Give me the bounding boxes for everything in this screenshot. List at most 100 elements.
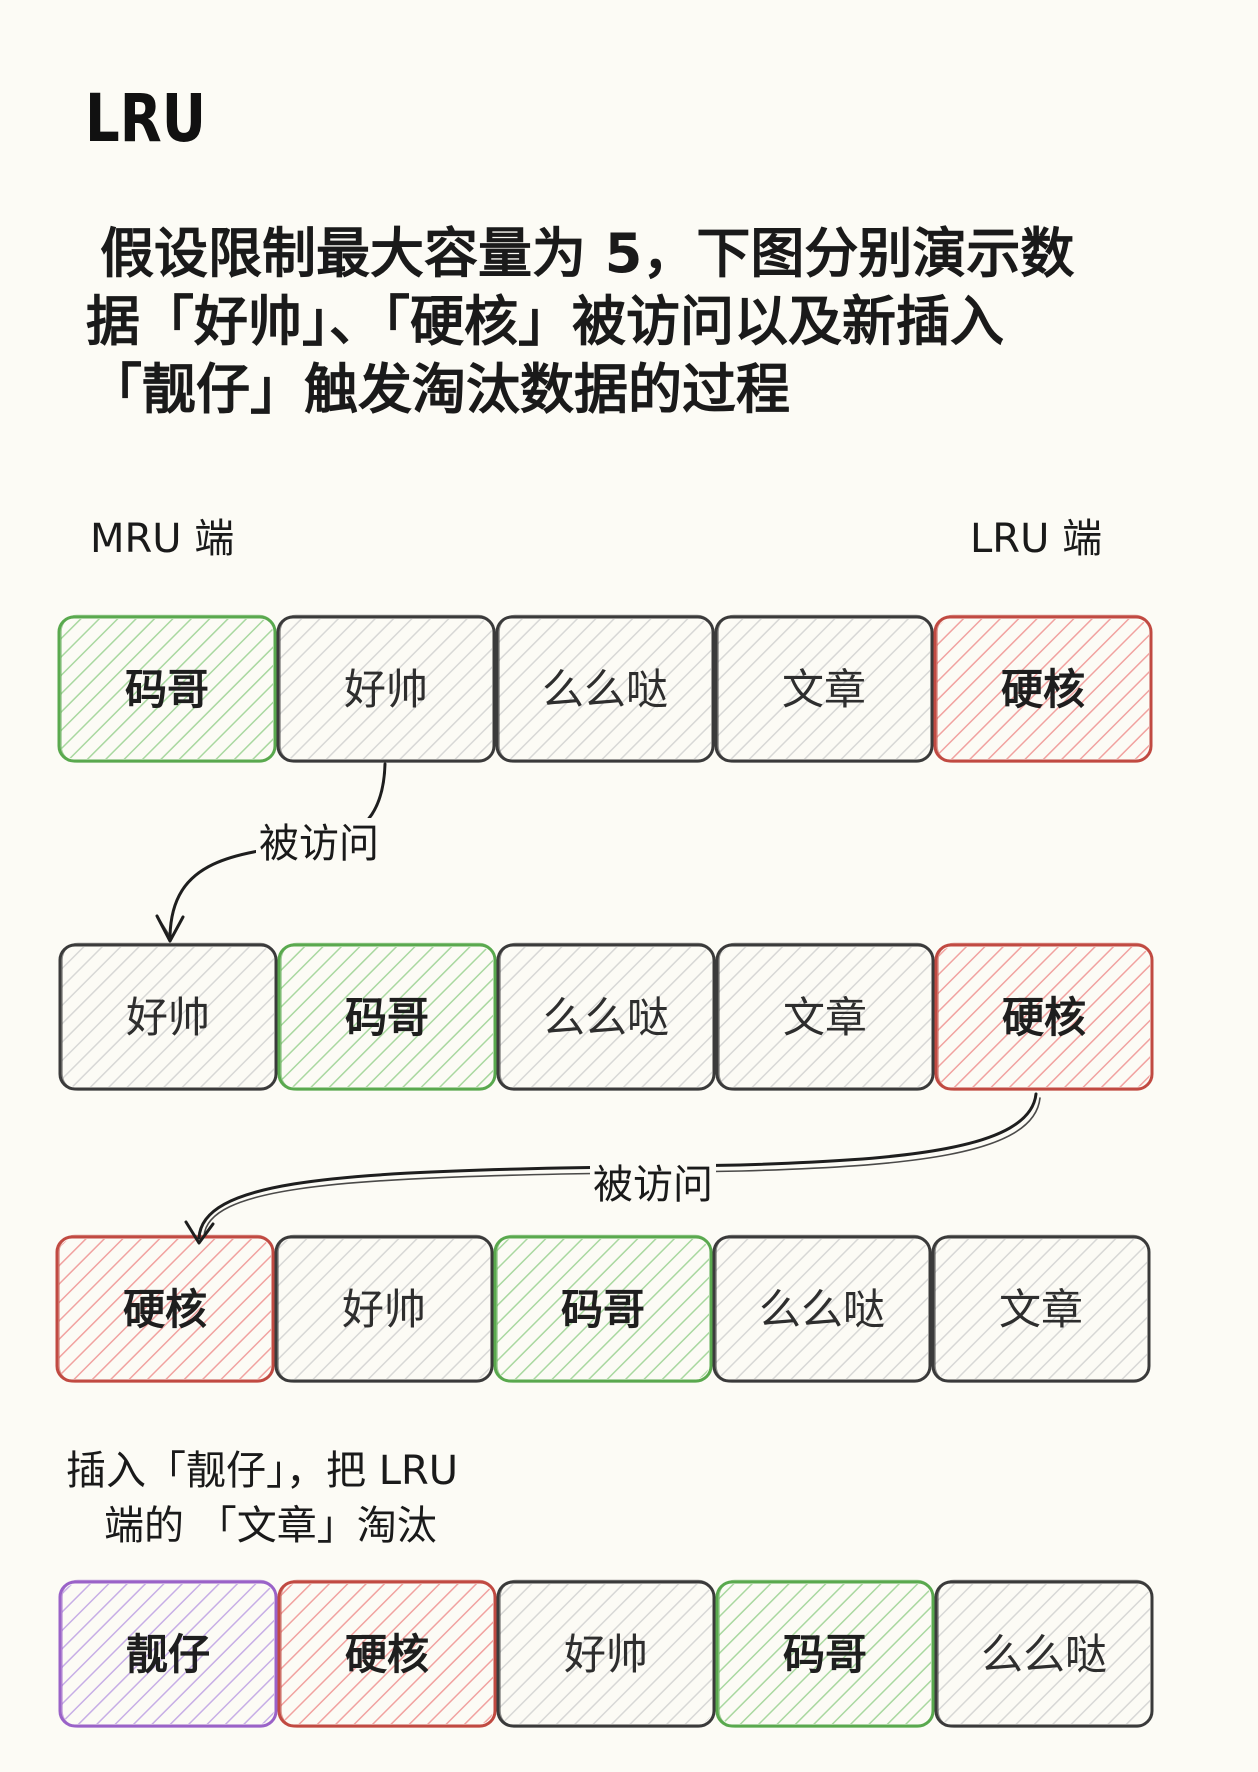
cache-item-gray: 好帅: [496, 1579, 716, 1728]
hatch-fill: [500, 947, 712, 1087]
box-label: 好帅: [342, 1285, 426, 1334]
box-label: 文章: [783, 993, 867, 1042]
insert-note: 插入「靓仔」，把 LRU 端的 「文章」淘汰: [66, 1448, 458, 1549]
hatch-fill: [499, 619, 711, 759]
box-border-sketch: [279, 614, 495, 763]
box-label: 码哥: [125, 665, 209, 714]
cache-item-purple: 靓仔: [58, 1579, 278, 1728]
cache-item-gray: 文章: [714, 614, 934, 763]
hatch-fill: [716, 1239, 928, 1379]
arrow-label-background: [590, 1160, 716, 1208]
hatch-fill: [938, 947, 1150, 1087]
page-title: LRU: [85, 80, 206, 157]
hatch-fill: [62, 1584, 274, 1724]
box-border-sketch: [61, 1579, 277, 1728]
insert-note-line: 端的 「文章」淘汰: [104, 1503, 437, 1549]
hatch-fill: [719, 947, 931, 1087]
box-label: 硬核: [1001, 665, 1085, 714]
cache-item-green: 码哥: [493, 1234, 713, 1383]
box-label: 码哥: [345, 993, 429, 1042]
access-arrow-2: 被访问: [184, 1092, 1041, 1245]
arrow-label: 被访问: [259, 821, 379, 867]
cache-row: 硬核 好帅 码哥 么么哒 文章: [55, 1234, 1151, 1383]
arrowhead-sketch: [158, 918, 172, 939]
hatch-fill: [938, 1584, 1150, 1724]
box-border-sketch: [496, 1234, 712, 1383]
hatch-fill: [719, 1584, 931, 1724]
box-border-sketch: [936, 614, 1152, 763]
arrow-curve: [197, 1092, 1038, 1240]
box-label: 好帅: [564, 1630, 648, 1679]
hatch-fill: [937, 619, 1149, 759]
cache-item-gray: 好帅: [274, 1234, 494, 1383]
arrowhead: [184, 1220, 215, 1245]
cache-row: 码哥 好帅 么么哒 文章 硬核: [57, 614, 1153, 763]
cache-item-red: 硬核: [277, 1579, 497, 1728]
cache-rows: 码哥好帅么么哒文章硬核好帅码哥么么哒文章硬核硬核好帅码哥么么哒文章靓仔硬核好帅码…: [55, 614, 1154, 1728]
box-border-sketch: [715, 1234, 931, 1383]
hatch-fill: [62, 947, 274, 1087]
cache-item-gray: 好帅: [58, 942, 278, 1091]
box-label: 码哥: [561, 1285, 645, 1334]
hatch-fill: [718, 619, 930, 759]
box-label: 么么哒: [759, 1285, 885, 1334]
cache-row: 靓仔 硬核 好帅 码哥 么么哒: [58, 1579, 1154, 1728]
mru-end-label: MRU 端: [90, 516, 234, 562]
box-label: 么么哒: [542, 665, 668, 714]
box-label: 好帅: [126, 993, 210, 1042]
box-border-sketch: [937, 942, 1153, 1091]
box-label: 码哥: [783, 1630, 867, 1679]
description-line: 「靓仔」触发淘汰数据的过程: [88, 358, 790, 421]
hatch-fill: [278, 1239, 490, 1379]
description: 假设限制最大容量为 5，下图分别演示数 据「好帅」、「硬核」被访问以及新插入 「…: [86, 222, 1074, 421]
box-label: 么么哒: [543, 993, 669, 1042]
cache-item-green: 码哥: [57, 614, 277, 763]
box-border-sketch: [499, 1579, 715, 1728]
hatch-fill: [61, 619, 273, 759]
cache-item-gray: 么么哒: [712, 1234, 932, 1383]
arrow-label-background: [256, 818, 382, 866]
box-border-sketch: [498, 614, 714, 763]
box-label: 文章: [782, 665, 866, 714]
hatch-fill: [59, 1239, 271, 1379]
hatch-fill: [280, 619, 492, 759]
insert-note-line: 插入「靓仔」，把 LRU: [66, 1448, 458, 1494]
box-border-sketch: [499, 942, 715, 1091]
box-border-sketch: [61, 942, 277, 1091]
box-label: 靓仔: [126, 1630, 210, 1679]
description-line: 假设限制最大容量为 5，下图分别演示数: [100, 222, 1074, 285]
box-border-sketch: [934, 1234, 1150, 1383]
hatch-fill: [935, 1239, 1147, 1379]
cache-item-gray: 么么哒: [495, 614, 715, 763]
cache-item-gray: 好帅: [276, 614, 496, 763]
cache-row: 好帅 码哥 么么哒 文章 硬核: [58, 942, 1154, 1091]
lru-end-label: LRU 端: [970, 516, 1102, 562]
cache-item-red: 硬核: [934, 942, 1154, 1091]
box-label: 硬核: [123, 1285, 207, 1334]
cache-item-gray: 文章: [931, 1234, 1151, 1383]
cache-item-red: 硬核: [933, 614, 1153, 763]
arrow-curve-sketch: [203, 1097, 1041, 1237]
cache-item-gray: 么么哒: [496, 942, 716, 1091]
box-label: 文章: [999, 1285, 1083, 1334]
box-border-sketch: [280, 1579, 496, 1728]
hatch-fill: [497, 1239, 709, 1379]
box-label: 么么哒: [981, 1630, 1107, 1679]
arrowhead: [155, 914, 185, 943]
box-label: 硬核: [1002, 993, 1086, 1042]
access-arrow-1: 被访问: [155, 762, 387, 943]
cache-item-green: 码哥: [715, 1579, 935, 1728]
box-border-sketch: [937, 1579, 1153, 1728]
description-line: 据「好帅」、「硬核」被访问以及新插入: [86, 290, 1004, 353]
arrow-label: 被访问: [593, 1162, 713, 1208]
box-label: 好帅: [344, 665, 428, 714]
box-border-sketch: [58, 1234, 274, 1383]
cache-item-gray: 文章: [715, 942, 935, 1091]
box-border-sketch: [280, 942, 496, 1091]
box-label: 硬核: [345, 1630, 429, 1679]
hatch-fill: [281, 1584, 493, 1724]
box-border-sketch: [718, 942, 934, 1091]
hatch-fill: [500, 1584, 712, 1724]
box-border-sketch: [718, 1579, 934, 1728]
